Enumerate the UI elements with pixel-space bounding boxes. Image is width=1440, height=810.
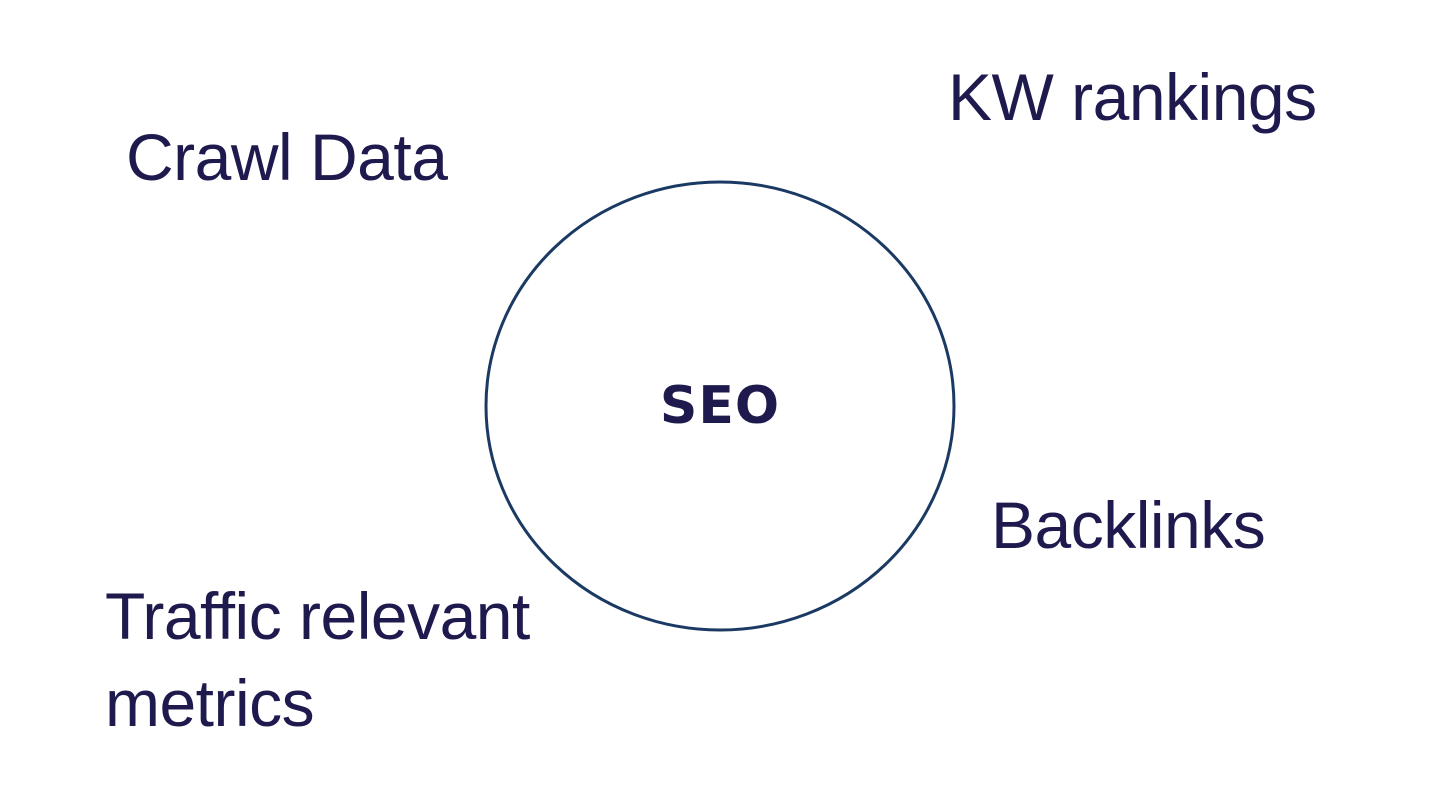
node-backlinks: Backlinks: [991, 488, 1266, 562]
seo-circle-outline: [484, 180, 956, 632]
node-traffic-line2: metrics: [105, 666, 315, 740]
seo-circle: SEO: [484, 180, 956, 632]
node-traffic-line1: Traffic relevant: [105, 579, 530, 653]
center-label-seo: SEO: [659, 376, 781, 436]
node-crawl-data: Crawl Data: [126, 120, 448, 194]
node-kw-rankings: KW rankings: [948, 60, 1317, 134]
seo-circle-shape: [484, 180, 956, 632]
